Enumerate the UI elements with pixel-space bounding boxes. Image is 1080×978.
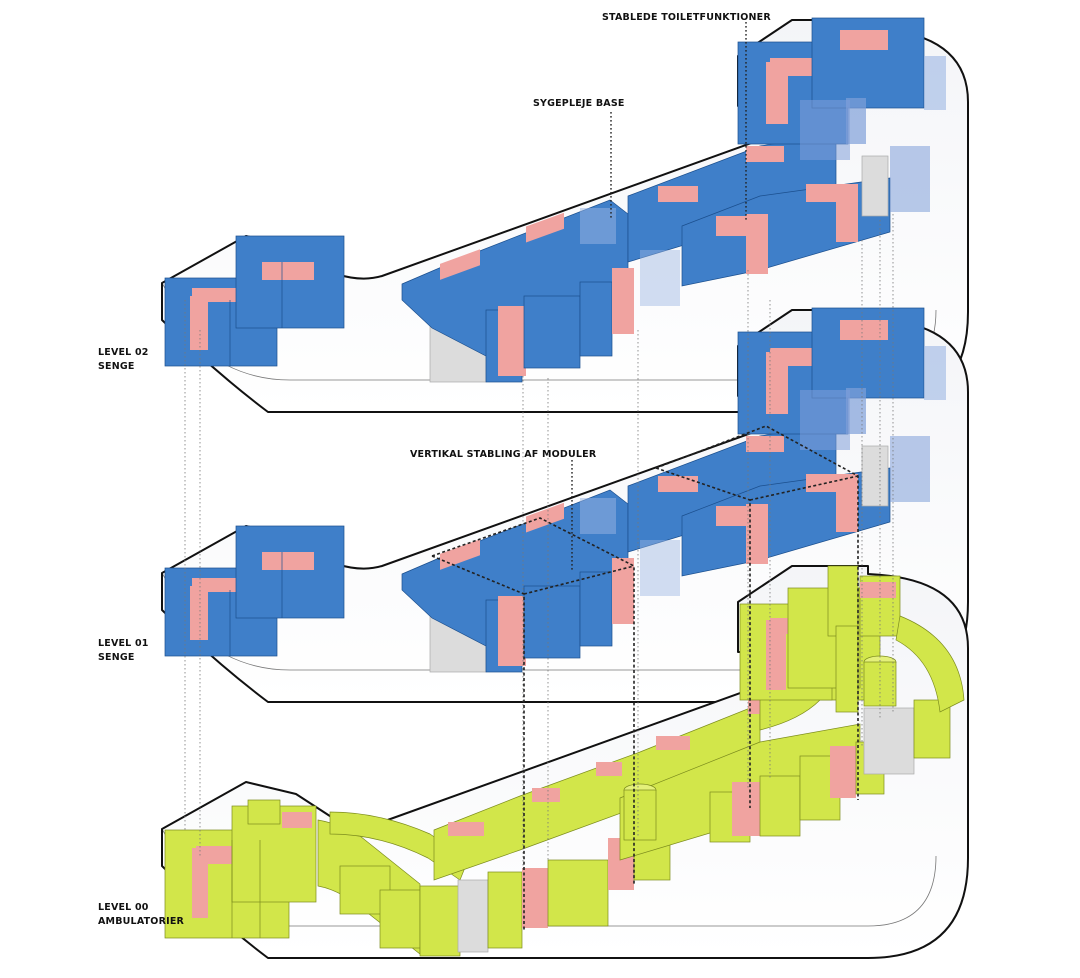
- label-vertical-stacking: VERTIKAL STABLING AF MODULER: [410, 449, 597, 460]
- annotation-leaders: [571, 22, 747, 572]
- vertical-drop-lines: [184, 214, 894, 870]
- level00-use: AMBULATORIER: [98, 916, 185, 927]
- level02-name: LEVEL 02: [98, 347, 149, 358]
- level00-name: LEVEL 00: [98, 902, 149, 913]
- level01-use: SENGE: [98, 652, 135, 663]
- label-toilet-stack: STABLEDE TOILETFUNKTIONER: [602, 12, 771, 23]
- label-nurse-base: SYGEPLEJE BASE: [533, 98, 625, 109]
- level02-use: SENGE: [98, 361, 135, 372]
- level01-name: LEVEL 01: [98, 638, 149, 649]
- vertical-stacking-outline: [431, 425, 859, 930]
